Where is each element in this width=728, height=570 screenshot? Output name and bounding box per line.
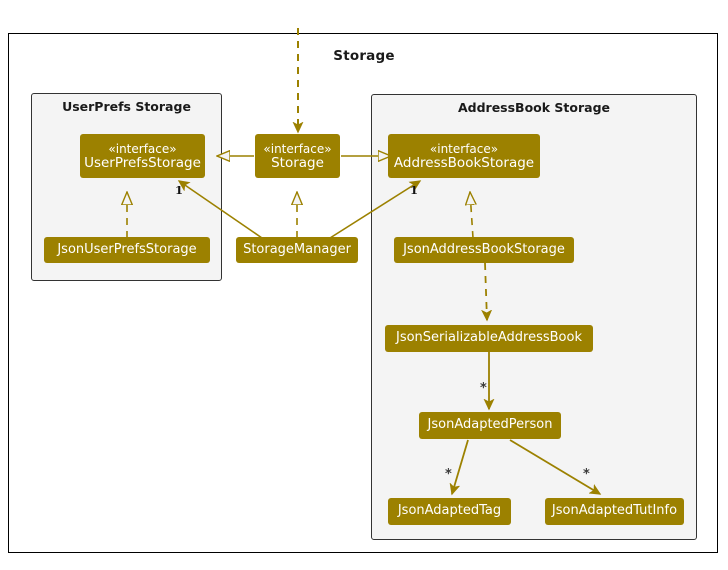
- package-title-addressbook-storage: AddressBook Storage: [457, 100, 611, 115]
- outer-frame-title: Storage: [333, 48, 395, 64]
- node-userprefsstorage-stereotype: «interface»: [108, 142, 177, 157]
- node-jsonserializableaddressbook[interactable]: JsonSerializableAddressBook: [385, 325, 593, 352]
- multiplicity-jsonadaptedtutinfo: *: [583, 467, 590, 482]
- node-storage-stereotype: «interface»: [263, 142, 332, 157]
- node-addressbookstorage-name: AddressBookStorage: [393, 155, 535, 172]
- connector-storagemanager-uses-userprefsstorage: [179, 181, 263, 239]
- multiplicity-userprefsstorage: 1: [175, 183, 184, 197]
- node-storage[interactable]: «interface» Storage: [255, 134, 340, 178]
- node-userprefsstorage-name: UserPrefsStorage: [84, 155, 201, 172]
- multiplicity-addressbookstorage: 1: [410, 183, 419, 197]
- connector-jsonaddressbookstorage-implements-addressbookstorage: [470, 192, 473, 239]
- multiplicity-jsonadaptedtag: *: [445, 467, 452, 482]
- node-jsonuserprefsstorage[interactable]: JsonUserPrefsStorage: [44, 237, 210, 263]
- node-addressbookstorage[interactable]: «interface» AddressBookStorage: [388, 134, 540, 178]
- connector-jsonadaptedperson-to-jsonadaptedtag: [452, 439, 469, 494]
- node-jsonaddressbookstorage[interactable]: JsonAddressBookStorage: [394, 237, 574, 263]
- node-jsonadaptedperson[interactable]: JsonAdaptedPerson: [419, 412, 561, 439]
- node-storage-name: Storage: [271, 155, 324, 172]
- node-jsonadaptedtutinfo[interactable]: JsonAdaptedTutInfo: [545, 498, 684, 525]
- multiplicity-jsonadaptedperson: *: [480, 381, 487, 396]
- node-addressbookstorage-stereotype: «interface»: [429, 142, 499, 157]
- package-title-userprefs-storage: UserPrefs Storage: [62, 99, 191, 114]
- connector-storagemanager-uses-addressbookstorage: [329, 181, 420, 239]
- connector-jsonadaptedperson-to-jsonadaptedtutinfo: [509, 439, 600, 495]
- node-jsonadaptedtag[interactable]: JsonAdaptedTag: [388, 498, 511, 525]
- node-userprefsstorage[interactable]: «interface» UserPrefsStorage: [80, 134, 205, 178]
- connector-jsonaddressbookstorage-to-jsonserializableaddressbook: [485, 262, 487, 320]
- node-storagemanager[interactable]: StorageManager: [236, 237, 358, 263]
